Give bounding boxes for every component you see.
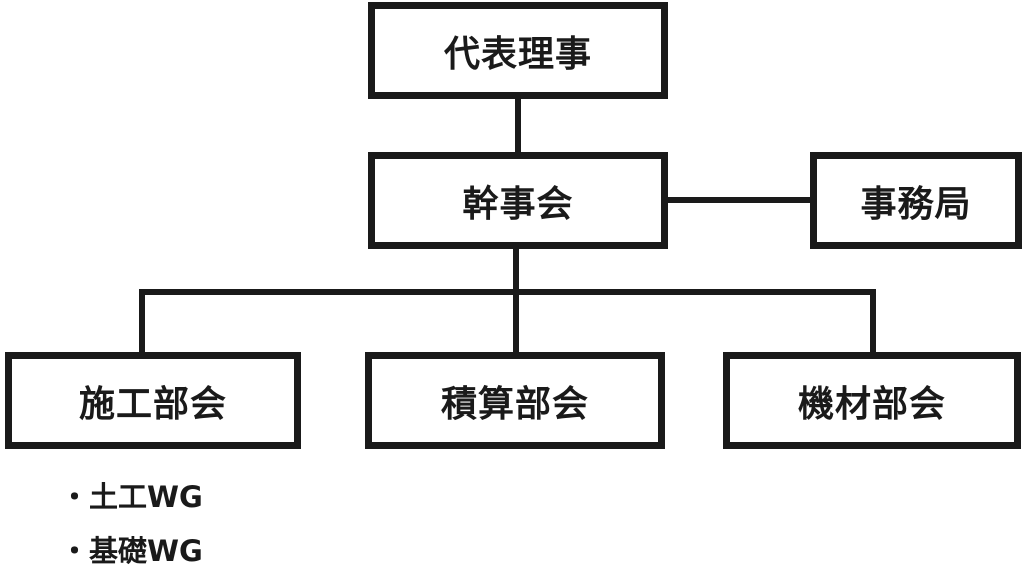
executive-committee-label: 幹事会	[462, 183, 574, 225]
construction-dept-box: 施工部会	[5, 352, 301, 449]
representative-label: 代表理事	[443, 33, 592, 75]
estimation-dept-label: 積算部会	[440, 383, 589, 425]
machinery-dept-label: 機材部会	[797, 383, 946, 425]
representative-box: 代表理事	[368, 2, 668, 99]
secretariat-box: 事務局	[810, 152, 1022, 249]
construction-dept-label: 施工部会	[78, 383, 227, 425]
working-group-foundation: ・基礎WG	[60, 534, 203, 568]
estimation-dept-box: 積算部会	[365, 352, 665, 449]
machinery-dept-box: 機材部会	[723, 352, 1021, 449]
executive-committee-box: 幹事会	[368, 152, 668, 249]
working-group-earthwork: ・土工WG	[60, 480, 203, 514]
secretariat-label: 事務局	[860, 183, 972, 225]
